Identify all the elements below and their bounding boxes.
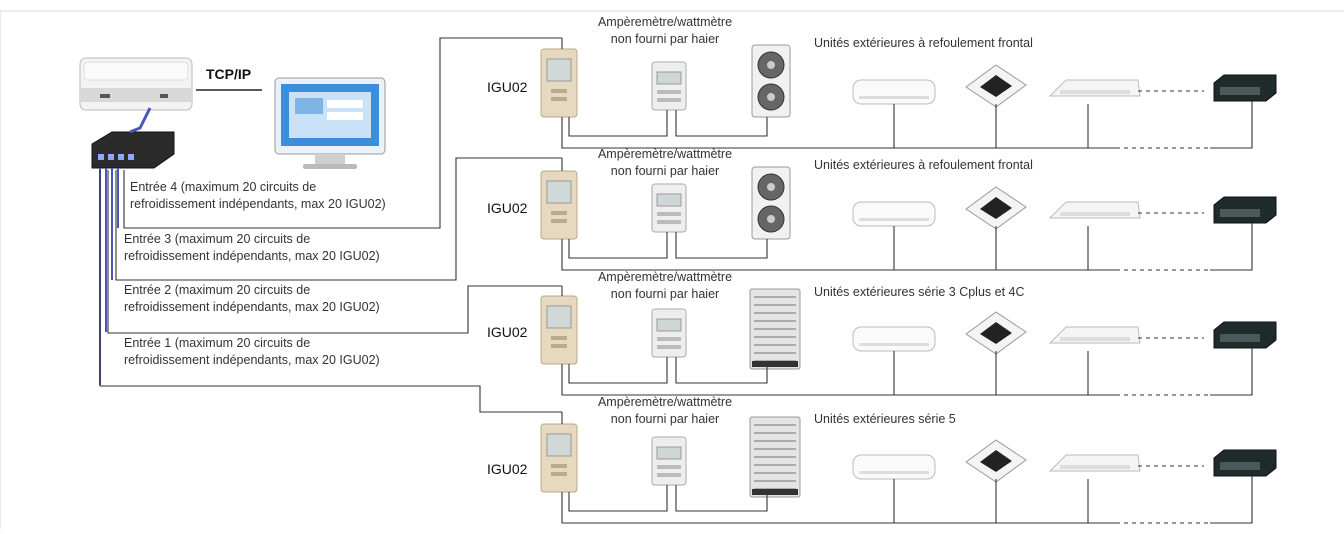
outdoor-label-row4: Unités extérieures série 5 [814,412,956,426]
meter-label-row2-line1: Ampèremètre/wattmètre [597,147,733,161]
ducted-unit-row2 [1213,196,1277,224]
bus-row4 [561,492,1116,524]
outdoor-unit-row3 [749,288,801,370]
bus-row1 [561,117,1116,149]
igu02-label-row2: IGU02 [487,200,528,216]
outdoor-unit-row2 [751,166,791,240]
cassette-unit-row1 [965,64,1027,108]
loop-b-row1 [675,110,768,137]
loop-b-row2 [675,232,768,259]
meter-device-row4 [651,436,687,486]
loop-b-row4 [675,485,768,512]
meter-device-row3 [651,308,687,358]
cassette-unit-row3 [965,311,1027,355]
ducted-unit-row1 [1213,74,1277,102]
route-input-3 [115,157,562,281]
loop-a-row2 [568,232,668,259]
input-4-line1: Entrée 4 (maximum 20 circuits de [130,180,317,194]
meter-label-row3-line1: Ampèremètre/wattmètre [597,270,733,284]
meter-label-row3-line2: non fourni par haier [610,287,720,301]
input-2-line2: refroidissement indépendants, max 20 IGU… [124,300,380,314]
server-device [79,57,193,111]
outdoor-unit-row4 [749,416,801,498]
meter-label-row1-line1: Ampèremètre/wattmètre [597,15,733,29]
bus-end-row3 [1210,348,1253,396]
bus-row2 [561,239,1116,271]
cassette-unit-row2 [965,186,1027,230]
ceiling-unit-row4 [1048,454,1141,472]
meter-device-row1 [651,61,687,111]
meter-label-row1-line2: non fourni par haier [610,32,720,46]
meter-label-row2-line2: non fourni par haier [610,164,720,178]
igu02-label-row1: IGU02 [487,79,528,95]
meter-label-row4-line1: Ampèremètre/wattmètre [597,395,733,409]
network-switch [91,131,175,169]
igu02-label-row3: IGU02 [487,324,528,340]
wall-unit-row4 [852,454,936,480]
uplink-cable [129,107,152,134]
ducted-unit-row4 [1213,449,1277,477]
bus-row3 [561,364,1116,396]
wall-unit-row1 [852,79,936,105]
input-3-line2: refroidissement indépendants, max 20 IGU… [124,249,380,263]
ceiling-unit-row3 [1048,326,1141,344]
outdoor-unit-row1 [751,44,791,118]
pc-monitor [274,77,386,169]
bus-end-row2 [1210,223,1253,271]
route-input-2 [107,170,562,334]
meter-label-row4-line2: non fourni par haier [610,412,720,426]
loop-a-row3 [568,357,668,384]
igu02-controller-row2 [540,170,578,240]
igu02-controller-row3 [540,295,578,365]
input-2-line1: Entrée 2 (maximum 20 circuits de [124,283,311,297]
outdoor-label-row2: Unités extérieures à refoulement frontal [814,158,1033,172]
input-1-line1: Entrée 1 (maximum 20 circuits de [124,336,311,350]
loop-a-row1 [568,110,668,137]
input-1-line2: refroidissement indépendants, max 20 IGU… [124,353,380,367]
igu02-label-row4: IGU02 [487,461,528,477]
wall-unit-row2 [852,201,936,227]
route-input-1 [99,170,562,413]
outdoor-label-row1: Unités extérieures à refoulement frontal [814,36,1033,50]
route-input-4 [123,37,562,229]
meter-device-row2 [651,183,687,233]
loop-b-row3 [675,357,768,384]
input-4-line2: refroidissement indépendants, max 20 IGU… [130,197,386,211]
igu02-controller-row4 [540,423,578,493]
wall-unit-row3 [852,326,936,352]
bus-end-row4 [1210,476,1253,524]
tcp-ip-label: TCP/IP [206,66,252,82]
cassette-unit-row4 [965,439,1027,483]
loop-a-row4 [568,485,668,512]
ceiling-unit-row1 [1048,79,1141,97]
bus-end-row1 [1210,101,1253,149]
ducted-unit-row3 [1213,321,1277,349]
outdoor-label-row3: Unités extérieures série 3 Cplus et 4C [814,285,1025,299]
igu02-controller-row1 [540,48,578,118]
input-3-line1: Entrée 3 (maximum 20 circuits de [124,232,311,246]
ceiling-unit-row2 [1048,201,1141,219]
